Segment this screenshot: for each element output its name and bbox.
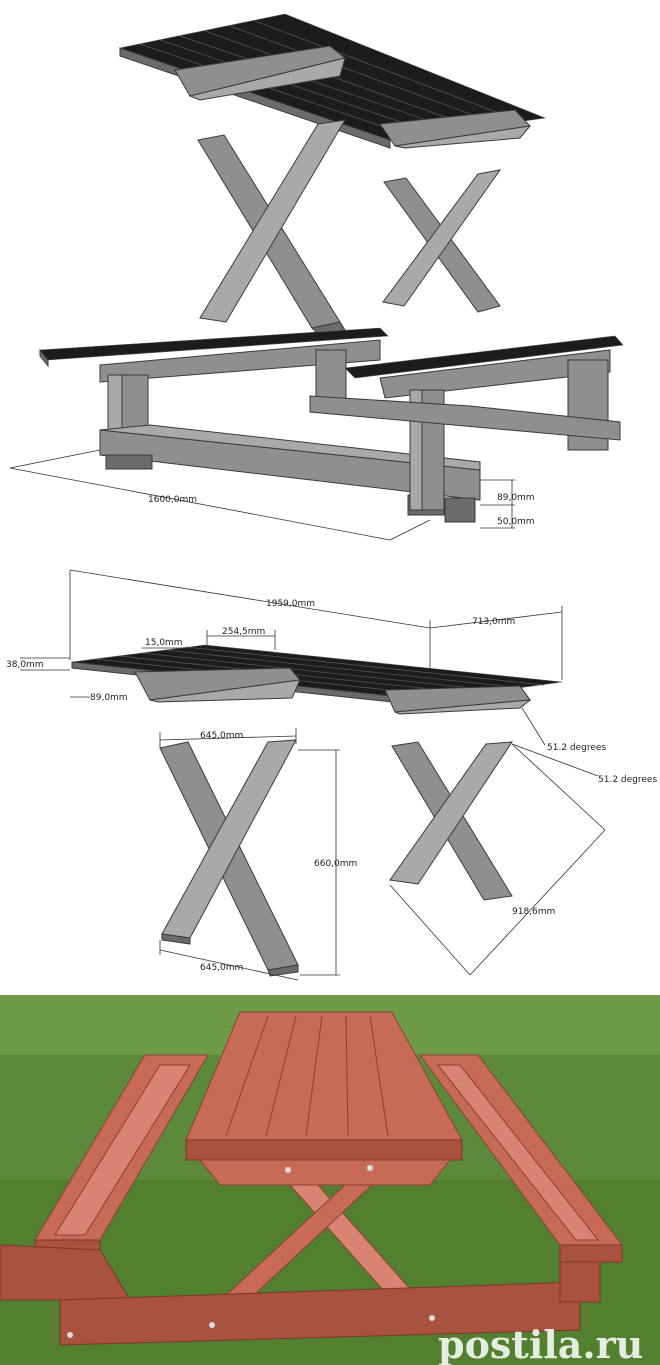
dim-table-overhang: 713,0mm (472, 617, 515, 627)
leg-large-dimensions: 645,0mm 660,0mm 645,0mm (159, 728, 357, 981)
dim-plank-spacing: 254,5mm (222, 627, 265, 637)
dim-leg-height: 660,0mm (314, 859, 357, 869)
table-top-dimensions: 1959,0mm 713,0mm 15,0mm 254,5mm 38,0mm 8… (6, 569, 606, 753)
dim-plank-gap: 15,0mm (145, 638, 183, 648)
watermark-brand: postila.ru (438, 1322, 643, 1365)
dim-plank-width: 89,0mm (90, 693, 128, 703)
dim-leg-bottom-width: 645,0mm (200, 963, 243, 973)
dim-angle-a: 51.2 degrees (547, 743, 606, 753)
dim-bench-height-a: 89,0mm (497, 493, 535, 503)
bench-dimensions: 1600,0mm 89,0mm 50,0mm (9, 449, 535, 541)
dimensioned-leg-small (389, 741, 513, 901)
exploded-leg-small (382, 169, 502, 313)
exploded-table-top (118, 13, 547, 149)
dimensioned-leg-large (159, 739, 299, 977)
bench-frame-assembly (39, 327, 624, 523)
dim-leg-top-width: 645,0mm (200, 731, 243, 741)
dim-plank-thickness: 38,0mm (6, 660, 44, 670)
finished-table-photo: postila.ru (0, 995, 660, 1365)
leg-small-dimensions: 51.2 degrees 918,6mm (389, 743, 657, 976)
dim-table-length: 1959,0mm (266, 599, 315, 609)
dim-bench-length: 1600,0mm (148, 495, 197, 505)
exploded-leg-large (197, 119, 346, 335)
dim-angle-b: 51.2 degrees (598, 775, 657, 785)
dim-bench-height-b: 50,0mm (497, 517, 535, 527)
dim-leg-diagonal: 918,6mm (512, 907, 555, 917)
dimensioned-table-top (71, 644, 563, 715)
